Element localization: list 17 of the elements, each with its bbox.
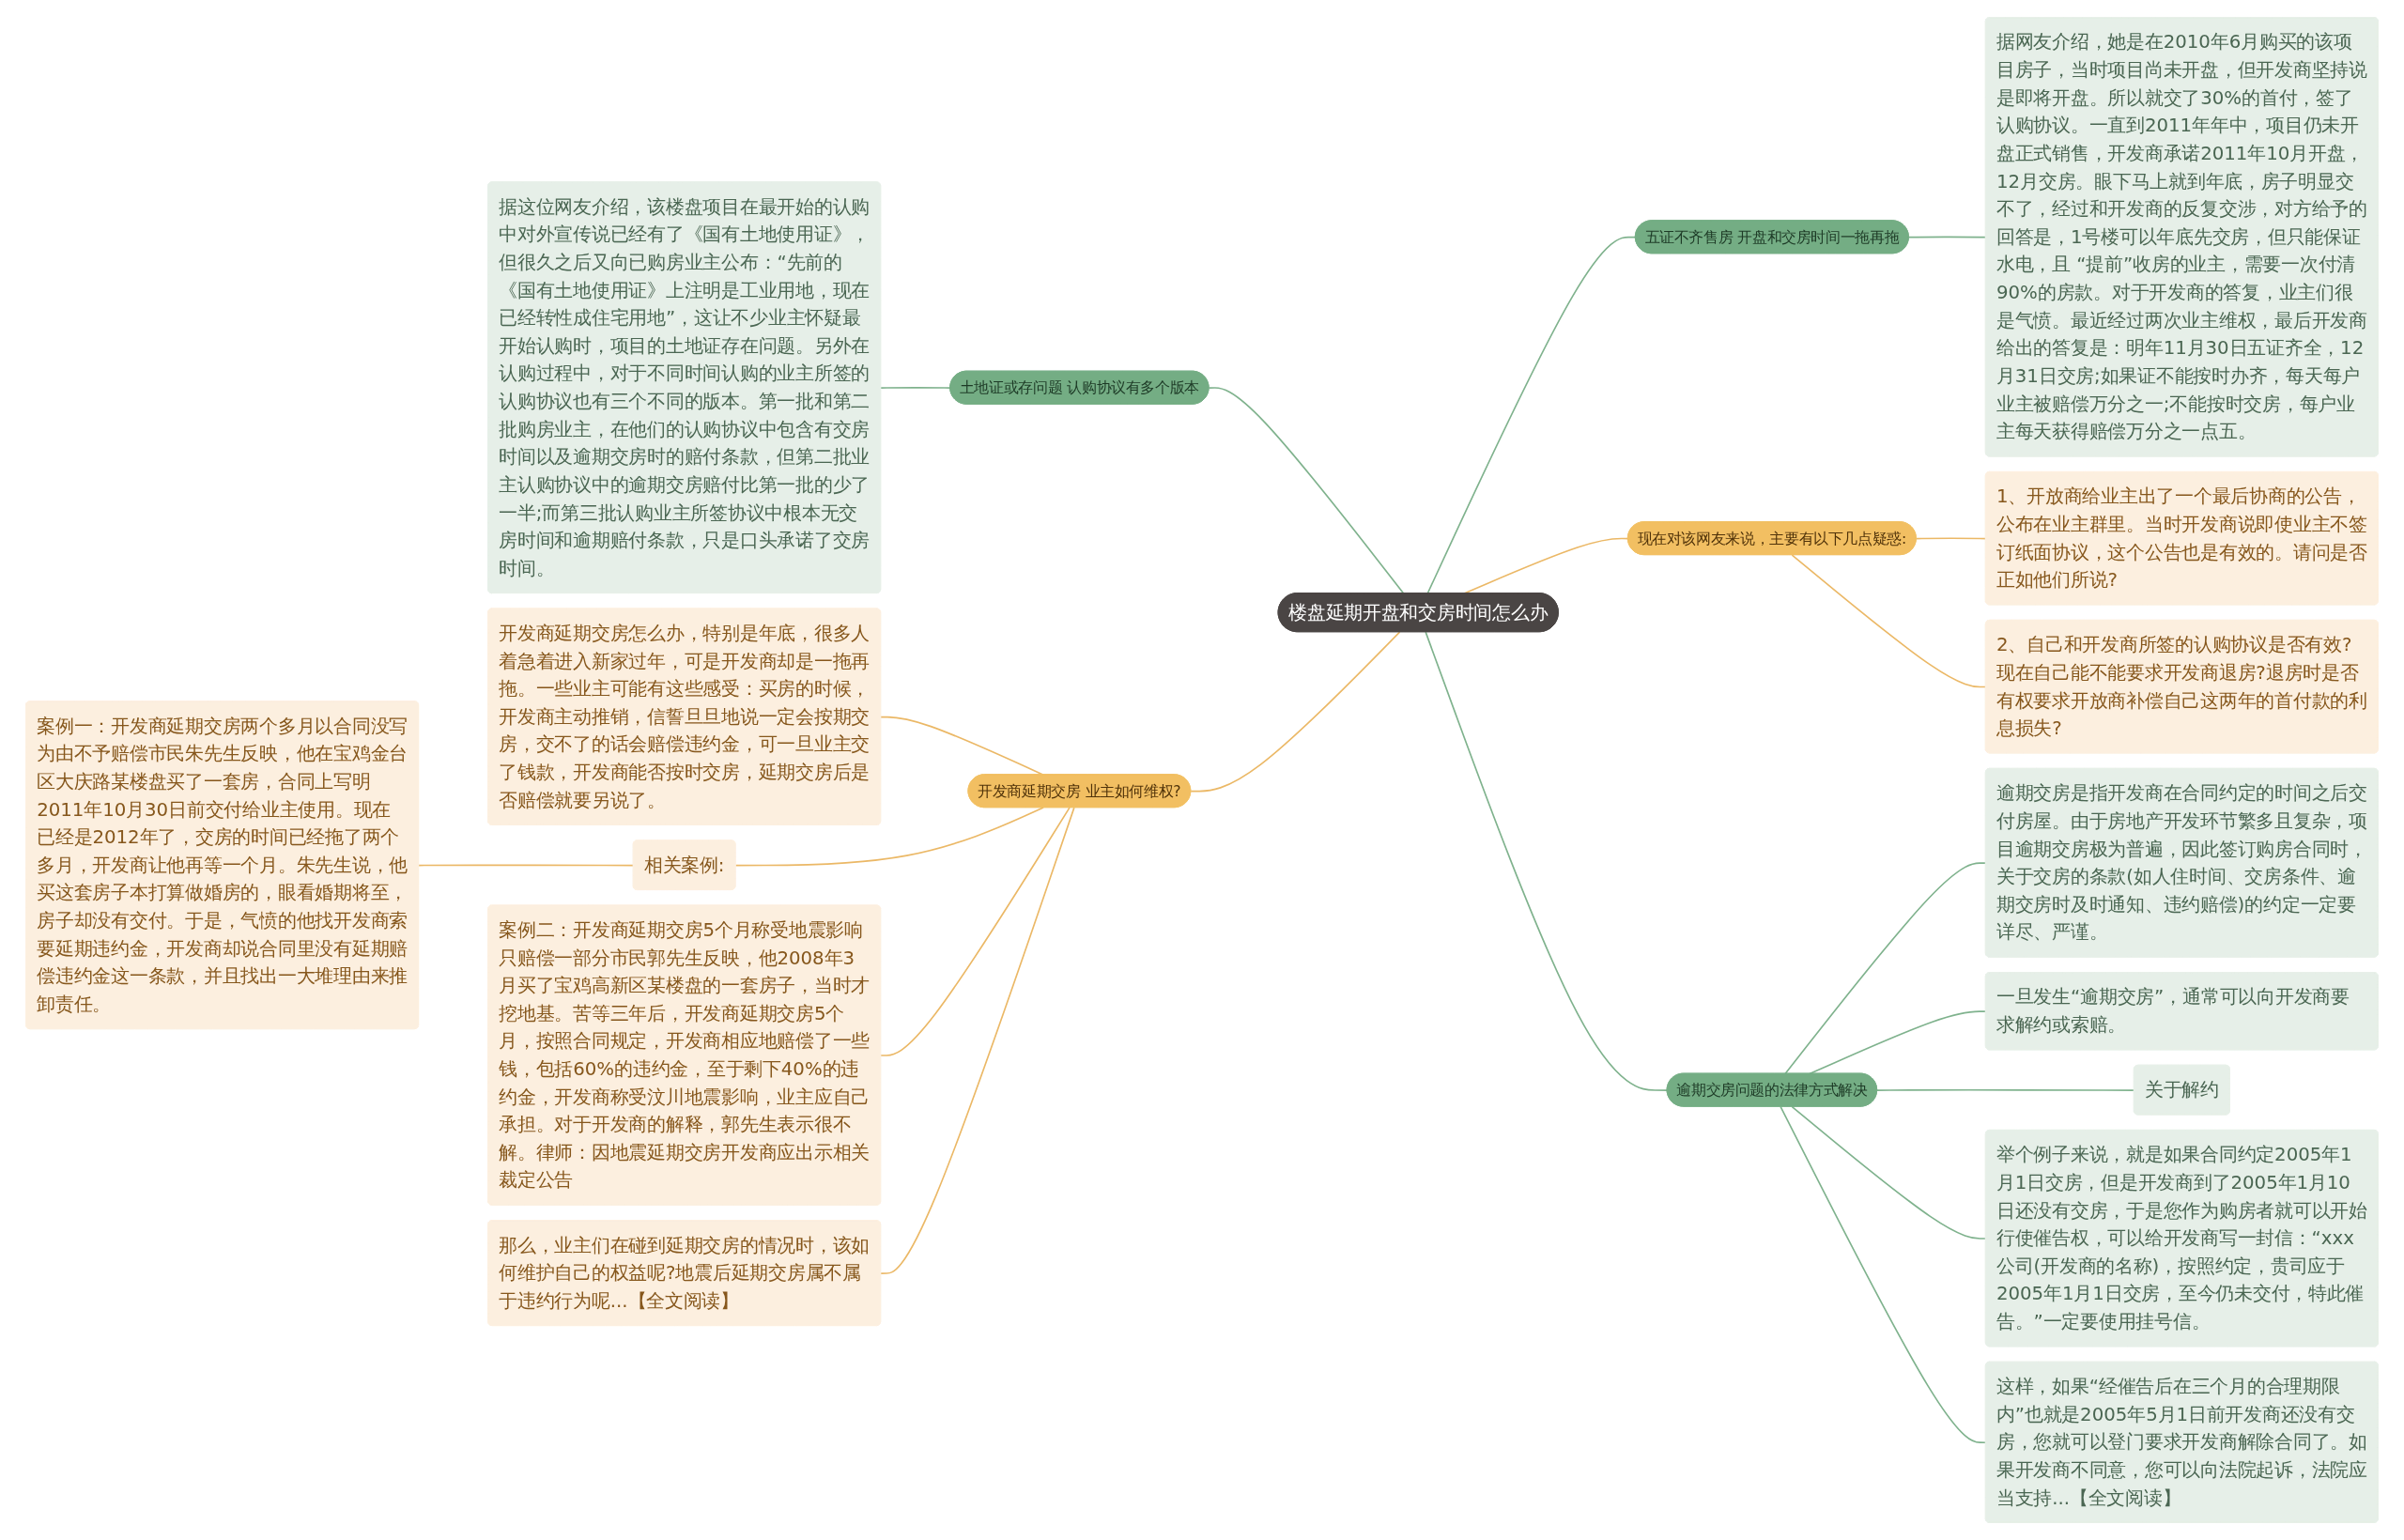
connector [1915,537,1987,540]
connector [418,864,635,867]
connector [880,387,951,389]
connector [1791,1105,1987,1240]
connector [1809,1010,1987,1075]
connector [1190,631,1401,793]
connector [734,807,1044,867]
connector [1425,631,1669,1091]
connector [1426,236,1637,594]
connector [1876,1088,2135,1091]
connector [880,807,1075,1274]
connector [1791,554,1987,688]
connector [1784,862,1987,1075]
connector [1208,387,1405,594]
connector [880,807,1071,1056]
connector [1907,236,1987,239]
connector [1780,1105,1987,1444]
